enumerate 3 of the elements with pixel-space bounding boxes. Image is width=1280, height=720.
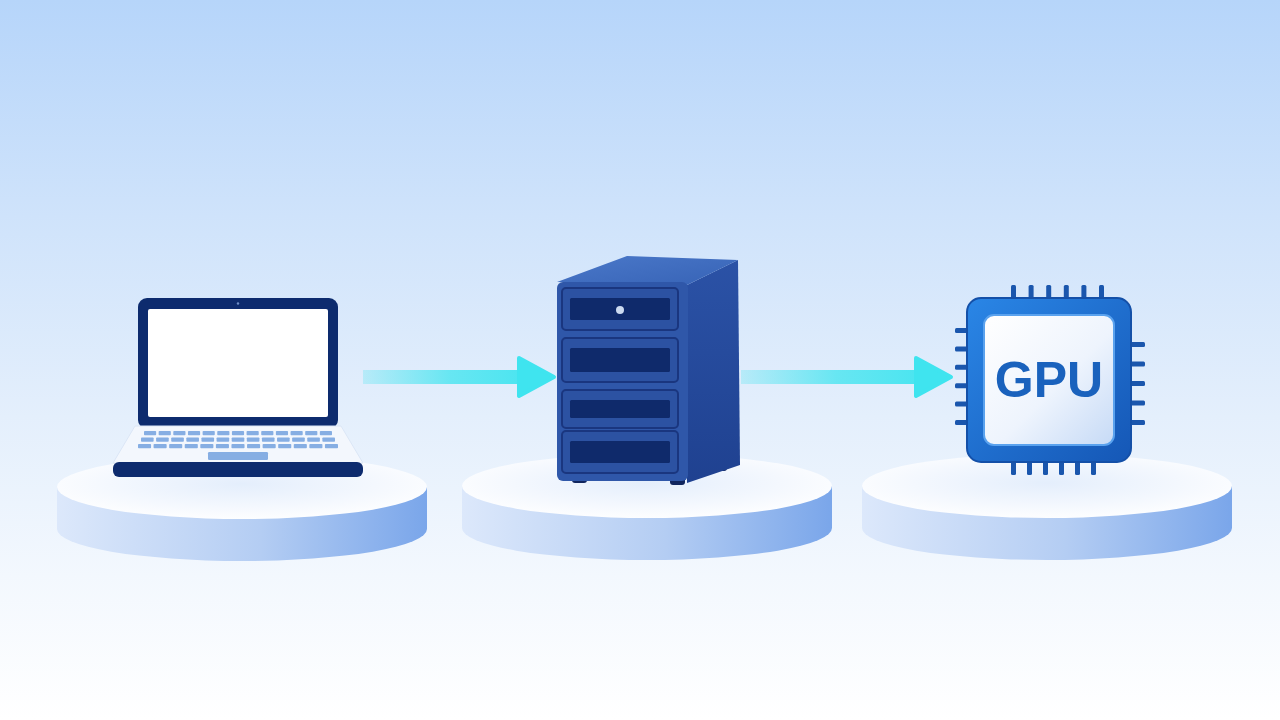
arrow	[363, 356, 556, 398]
chip-label: GPU	[994, 355, 1104, 405]
arrow	[741, 356, 953, 398]
